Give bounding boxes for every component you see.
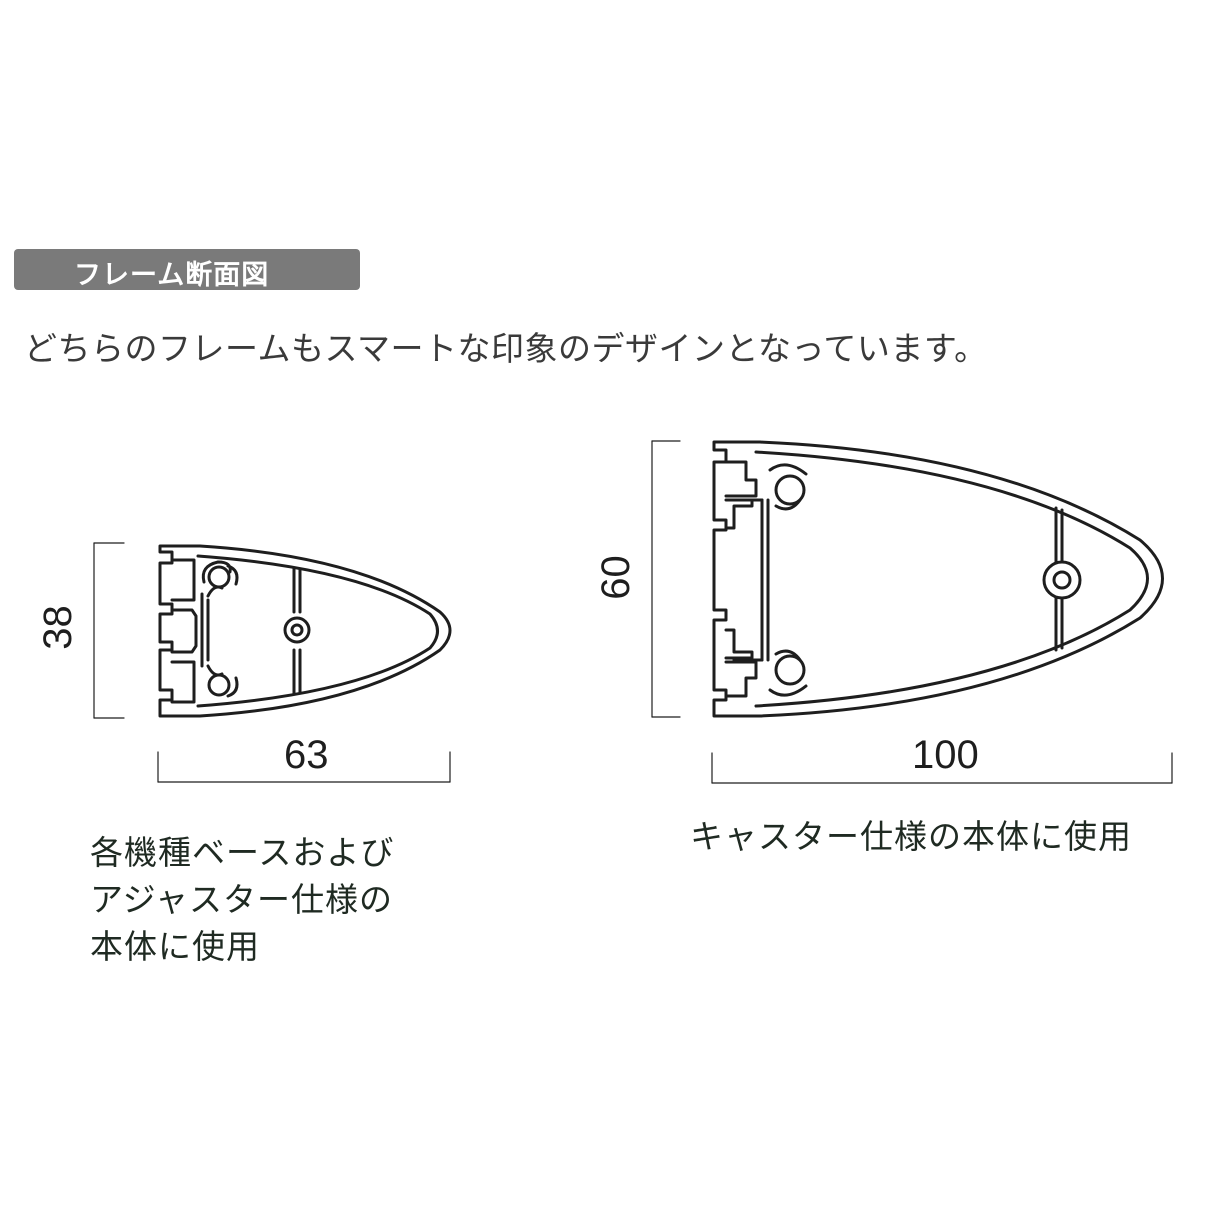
caption-line: アジャスター仕様の [90, 880, 394, 919]
large-frame-profile [712, 440, 1164, 718]
caption-line: 本体に使用 [90, 927, 260, 966]
large-frame-width-dimension [711, 752, 1173, 784]
large-frame-height-label: 60 [593, 555, 638, 600]
large-frame-width-label: 100 [912, 733, 979, 777]
intro-text: どちらのフレームもスマートな印象のデザインとなっています。 [24, 329, 988, 368]
section-header-badge: フレーム断面図 [14, 249, 360, 291]
section-title: フレーム断面図 [74, 260, 270, 291]
caption-line: 各機種ベースおよび [90, 833, 395, 872]
large-frame-caption: キャスター仕様の本体に使用 [690, 813, 1132, 860]
small-frame-width-dimension [157, 751, 451, 783]
small-frame-profile [158, 544, 452, 718]
small-frame-height-label: 38 [35, 605, 80, 650]
small-frame-width-label: 63 [284, 733, 329, 777]
small-frame-height-dimension [93, 542, 125, 719]
small-frame-caption: 各機種ベースおよび アジャスター仕様の 本体に使用 [90, 829, 394, 970]
caption-line: キャスター仕様の本体に使用 [690, 817, 1132, 856]
large-frame-height-dimension [651, 440, 681, 718]
